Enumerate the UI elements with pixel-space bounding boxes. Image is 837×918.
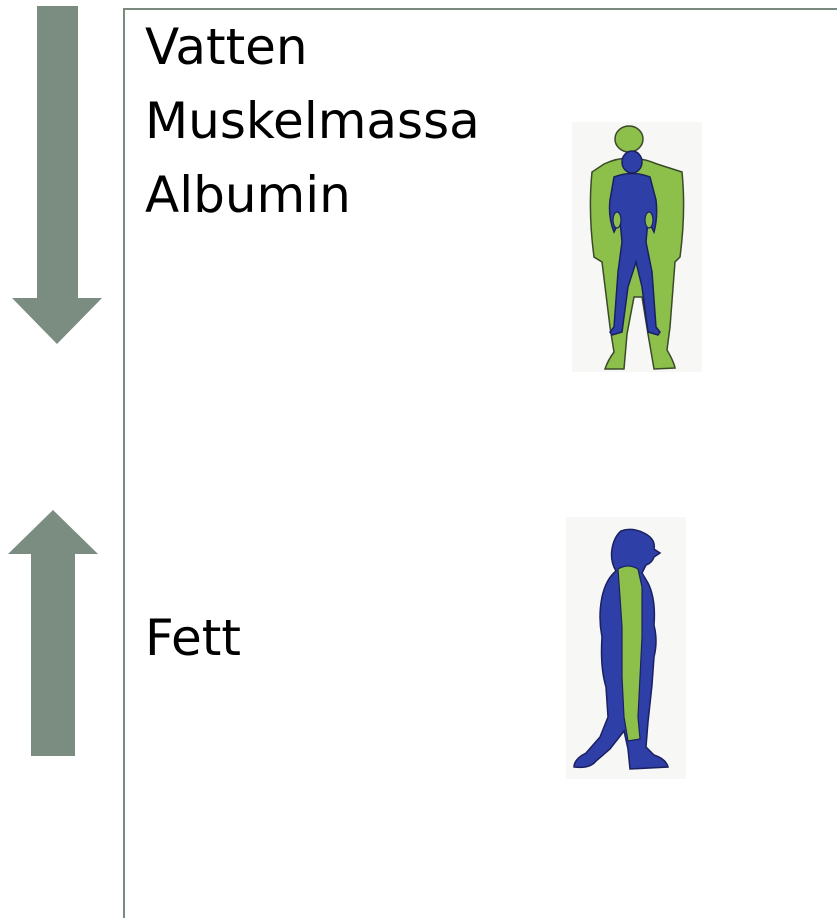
up-arrow-icon [6, 508, 100, 758]
label-albumin: Albumin [145, 170, 351, 220]
front-body-figure-icon [572, 122, 702, 372]
down-arrow-icon [10, 6, 104, 346]
label-muskelmassa: Muskelmassa [145, 96, 480, 146]
up-arrow-shape [8, 510, 98, 756]
side-body-figure-icon [566, 517, 686, 779]
down-arrow-shape [12, 6, 102, 344]
label-fett: Fett [145, 613, 241, 663]
label-vatten: Vatten [145, 22, 308, 72]
